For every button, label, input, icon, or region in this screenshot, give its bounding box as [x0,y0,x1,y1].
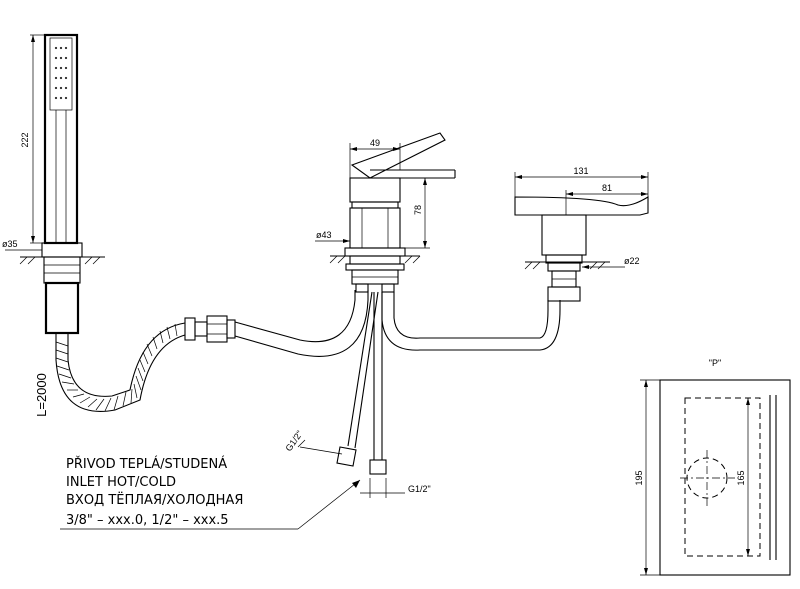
dim-dia22-label: ø22 [624,256,640,266]
dim-dia43-label: ø43 [316,230,332,240]
inlet-note: PŘIVOD TEPLÁ/STUDENÁ INLET HOT/COLD ВХОД… [60,456,361,530]
mixer-body [329,132,456,293]
dim-222-label: 222 [20,132,30,147]
dim-thread-right-label: G1/2" [408,484,431,494]
dim-81-label: 81 [602,183,612,193]
shower-hose [55,315,236,412]
spout [514,196,649,302]
dimension-78: 78 [400,177,430,249]
dimension-81: 81 [565,183,648,215]
note-line-1: PŘIVOD TEPLÁ/STUDENÁ [66,456,227,472]
dim-131-label: 131 [573,166,588,176]
dimension-thread-right: G1/2" [360,478,431,498]
detail-p-label: "P" [709,358,721,368]
dim-hose-length-label: L=2000 [34,373,49,417]
note-line-2: INLET HOT/COLD [66,475,176,490]
dim-49-label: 49 [370,138,380,148]
dimension-49: 49 [349,138,401,178]
dim-165-label: 165 [736,470,746,485]
dimension-222: 222 [20,34,45,244]
note-line-3: ВХОД ТЁПЛАЯ/ХОЛОДНАЯ [66,492,243,508]
dim-dia35-label: ø35 [2,239,18,249]
inlet-hoses [336,291,387,475]
dimension-131: 131 [514,166,649,197]
dimension-dia35: ø35 [2,239,42,251]
dim-78-label: 78 [413,205,423,215]
note-line-4: 3/8" – xxx.0, 1/2" – xxx.5 [66,513,229,528]
dimension-dia22: ø22 [582,256,640,269]
dim-195-label: 195 [634,470,644,485]
pipe-handshower-to-mixer [234,290,369,357]
pipe-mixer-to-spout [381,292,561,351]
detail-p: "P" 195 165 [634,358,791,576]
dimension-dia43: ø43 [315,230,350,243]
dimension-thread-left: G1/2" [283,429,343,455]
dim-thread-left-label: G1/2" [283,429,304,453]
